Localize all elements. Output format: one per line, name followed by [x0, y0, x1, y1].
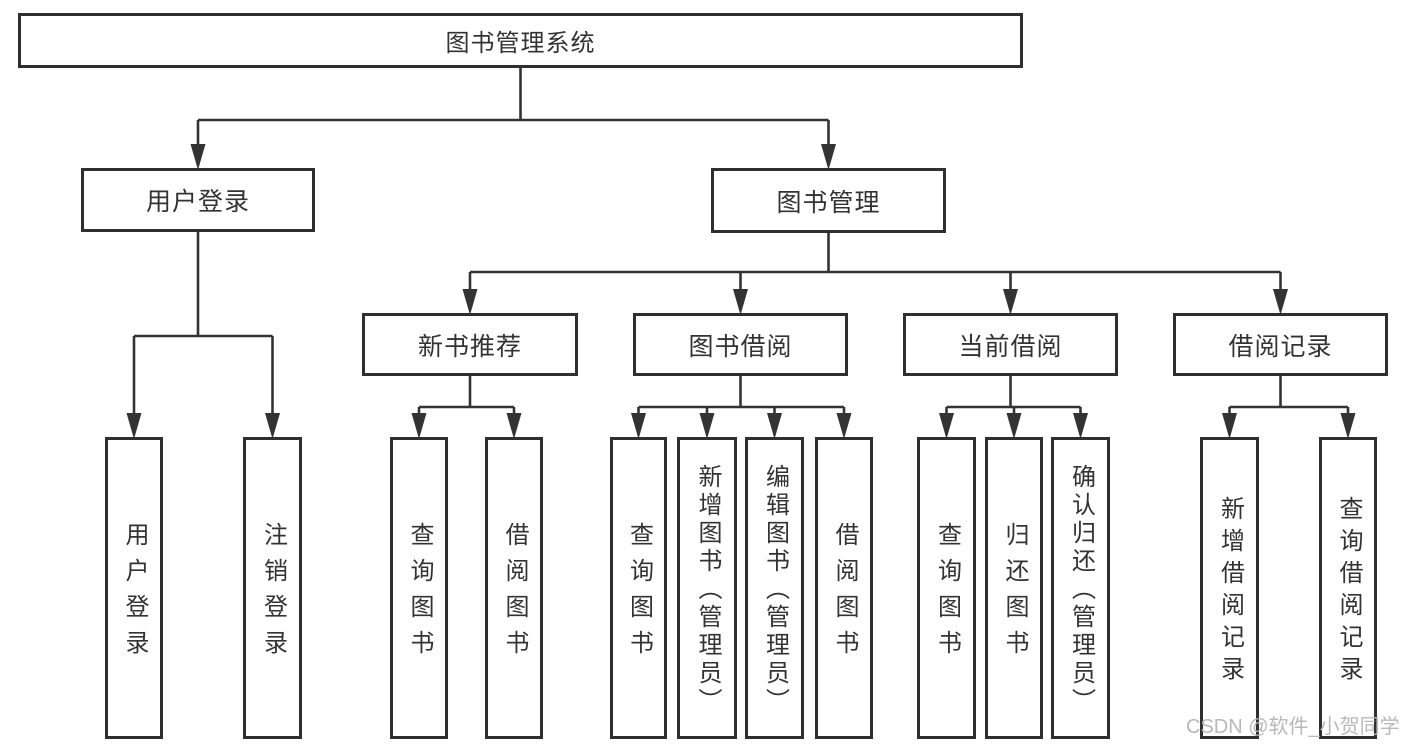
- node-label: 借阅记录: [1228, 332, 1333, 361]
- node-book-borrow: 图书借阅: [633, 313, 848, 376]
- node-cb-query: 查询图书: [917, 437, 976, 739]
- node-label: 图书借阅: [688, 332, 793, 361]
- node-nbr-borrow: 借阅图书: [485, 437, 543, 739]
- node-br-query: 查询借阅记录: [1319, 437, 1377, 739]
- node-cb-confirm: 确认归还（管理员）: [1051, 437, 1110, 739]
- node-br-add: 新增借阅记录: [1200, 437, 1259, 739]
- node-label: 当前借阅: [958, 332, 1063, 361]
- node-label: 编辑图书（管理员）: [761, 464, 789, 716]
- node-cb-return: 归还图书: [985, 437, 1043, 739]
- node-bb-query: 查询图书: [610, 437, 667, 739]
- node-bb-add: 新增图书（管理员）: [677, 437, 737, 739]
- node-label: 查询图书: [625, 522, 653, 666]
- node-label: 图书管理: [776, 188, 881, 217]
- node-label: 借阅图书: [831, 522, 858, 666]
- node-leaf-user-login: 用户登录: [105, 437, 163, 739]
- watermark: CSDN @软件_小贺同学: [1186, 716, 1400, 738]
- node-label: 查询图书: [406, 522, 433, 666]
- node-root: 图书管理系统: [18, 13, 1023, 68]
- node-label: 用户登录: [145, 188, 250, 216]
- node-new-book-rec: 新书推荐: [362, 313, 578, 376]
- node-label: 归还图书: [1001, 522, 1028, 666]
- node-label: 查询借阅记录: [1335, 496, 1362, 688]
- node-leaf-logout: 注销登录: [243, 437, 302, 739]
- node-label: 注销登录: [259, 522, 287, 666]
- node-label: 借阅图书: [501, 522, 528, 666]
- node-bb-edit: 编辑图书（管理员）: [745, 437, 804, 739]
- node-borrow-records: 借阅记录: [1173, 313, 1388, 376]
- node-label: 用户登录: [121, 522, 148, 666]
- node-label: 查询图书: [933, 522, 961, 666]
- node-label: 新书推荐: [417, 332, 522, 361]
- node-label: 图书管理系统: [445, 30, 596, 57]
- node-current-borrow: 当前借阅: [903, 313, 1118, 376]
- node-bb-borrow: 借阅图书: [815, 437, 873, 739]
- node-user-login: 用户登录: [81, 168, 315, 232]
- node-label: 新增图书（管理员）: [694, 464, 721, 716]
- node-label: 确认归还（管理员）: [1067, 464, 1095, 716]
- node-book-mgmt: 图书管理: [711, 168, 946, 233]
- node-label: 新增借阅记录: [1216, 496, 1244, 688]
- node-nbr-query: 查询图书: [390, 437, 448, 739]
